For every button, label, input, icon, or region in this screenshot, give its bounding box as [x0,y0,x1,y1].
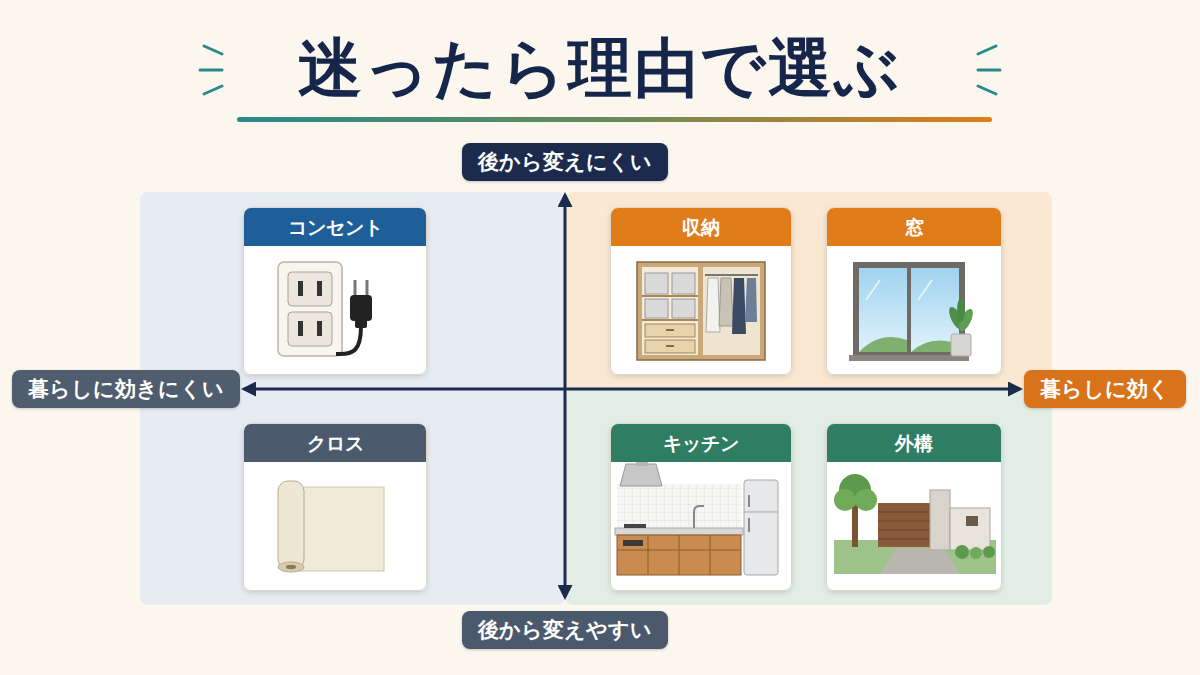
card-heading: キッチン [611,424,791,462]
axis-label: 暮らしに効く [1024,370,1186,408]
storage-icon [637,262,765,360]
kitchen-icon [615,458,778,575]
axis-label: 後から変えやすい [462,611,668,649]
axis-text: 暮らしに効く [1040,370,1170,408]
axis-label: 暮らしに効きにくい [12,370,240,408]
quadrant-ground [565,389,1052,605]
card-face [243,207,1002,591]
axis-arrow [244,388,1020,391]
card-heading: クロス [244,424,426,462]
axis-arrow [564,195,567,597]
card-heading: 収納 [611,208,791,246]
exterior-icon [834,474,996,574]
item-card: コンセント [243,207,427,375]
item-card: 外構 [826,423,1002,591]
axis-text: 後から変えにくい [478,143,652,181]
title: 迷ったら理由で選ぶ [0,28,1200,108]
item-card: 窓 [826,207,1002,375]
item-card: キッチン [610,423,792,591]
card-heading: 窓 [827,208,1001,246]
window-icon [849,262,976,361]
card-heading: 外構 [827,424,1001,462]
card-heading: コンセント [244,208,426,246]
title-underline [237,117,992,122]
quadrant-ground [565,192,1052,389]
axis-text: 後から変えやすい [478,611,652,649]
axis-text: 暮らしに効きにくい [28,370,224,408]
item-card: クロス [243,423,427,591]
axis-label: 後から変えにくい [462,143,668,181]
wallpaper-icon [278,481,384,572]
outlet-icon [278,262,372,356]
item-card: 収納 [610,207,792,375]
